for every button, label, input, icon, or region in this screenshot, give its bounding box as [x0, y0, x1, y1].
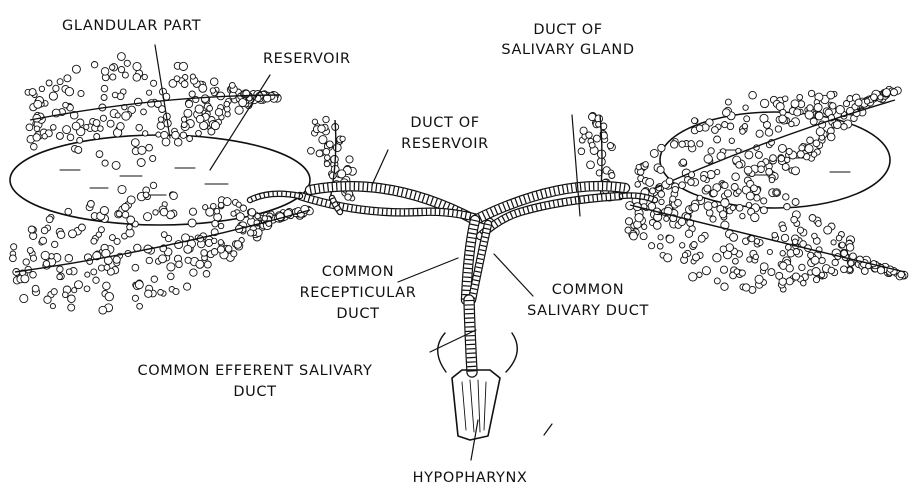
label-reservoir: RESERVOIR	[263, 51, 351, 67]
label-common-efferent-salivary-duct-line1: COMMON EFFERENT SALIVARY	[137, 363, 372, 379]
left-small-stalk	[332, 198, 340, 212]
left-lobe-stalk	[250, 194, 300, 200]
label-common-recepticular-duct-line1: COMMON	[322, 264, 394, 280]
label-duct-of-reservoir-line2: RESERVOIR	[401, 136, 489, 152]
label-glandular-part: GLANDULAR PART	[62, 18, 201, 34]
left-lower-lobe	[10, 182, 314, 314]
common-efferent-duct	[469, 300, 472, 372]
label-common-efferent-salivary-duct-line2: DUCT	[233, 384, 276, 400]
left-upper-lobe	[25, 53, 281, 170]
label-common-recepticular-duct-line3: DUCT	[336, 306, 379, 322]
label-duct-of-salivary-gland-line1: DUCT OF	[533, 22, 602, 38]
label-common-salivary-duct-line2: SALIVARY DUCT	[527, 303, 649, 319]
label-duct-of-salivary-gland-line2: SALIVARY GLAND	[501, 42, 634, 58]
label-hypopharynx: HYPOPHARYNX	[413, 470, 528, 486]
right-gland-duct	[480, 196, 620, 236]
glandular-lobes	[10, 53, 908, 315]
label-duct-of-reservoir-line1: DUCT OF	[410, 115, 479, 131]
label-common-recepticular-duct-line2: RECEPTICULAR	[300, 285, 417, 301]
label-common-salivary-duct-line1: COMMON	[552, 282, 624, 298]
